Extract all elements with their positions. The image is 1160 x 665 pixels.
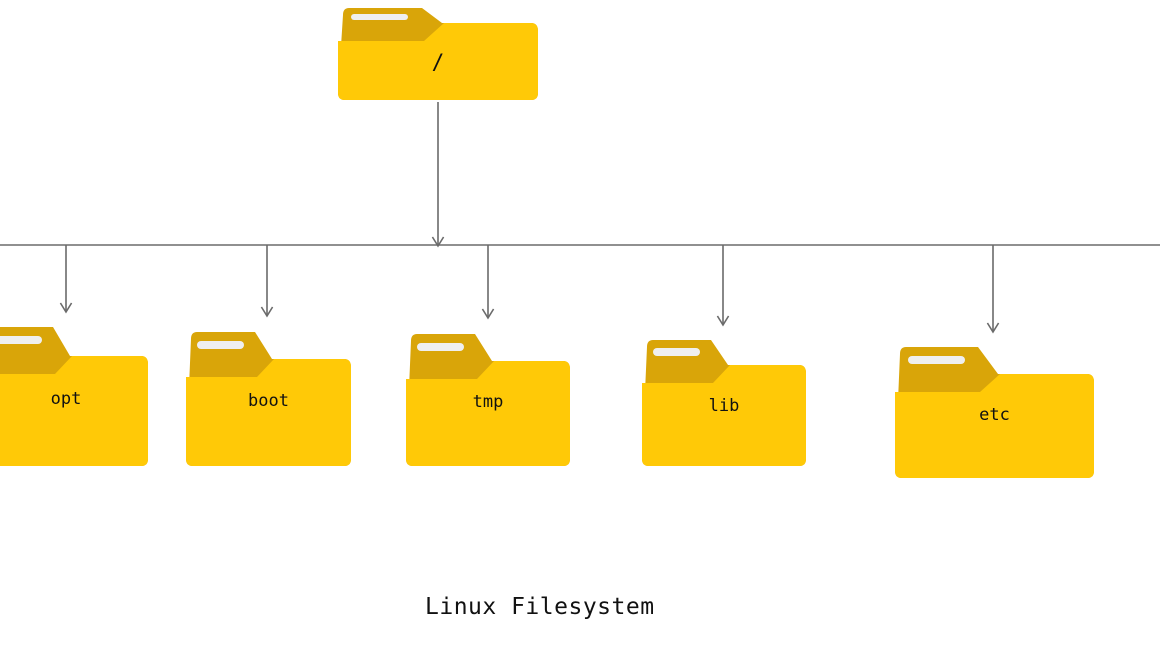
folder-node-lib[interactable]: lib [640, 338, 808, 468]
folder-icon [642, 340, 806, 466]
folder-icon [338, 8, 538, 100]
diagram-title: Linux Filesystem [425, 594, 655, 620]
folder-icon [186, 332, 351, 466]
folder-node-tmp[interactable]: tmp [404, 332, 572, 468]
folder-node-etc[interactable]: etc [893, 345, 1096, 480]
folder-icon [0, 327, 148, 466]
folder-icon [895, 347, 1094, 478]
folder-icon [406, 334, 570, 466]
folder-node-boot[interactable]: boot [184, 330, 353, 468]
folder-node-root[interactable]: / [336, 6, 540, 102]
folder-node-opt[interactable]: opt [0, 325, 150, 468]
